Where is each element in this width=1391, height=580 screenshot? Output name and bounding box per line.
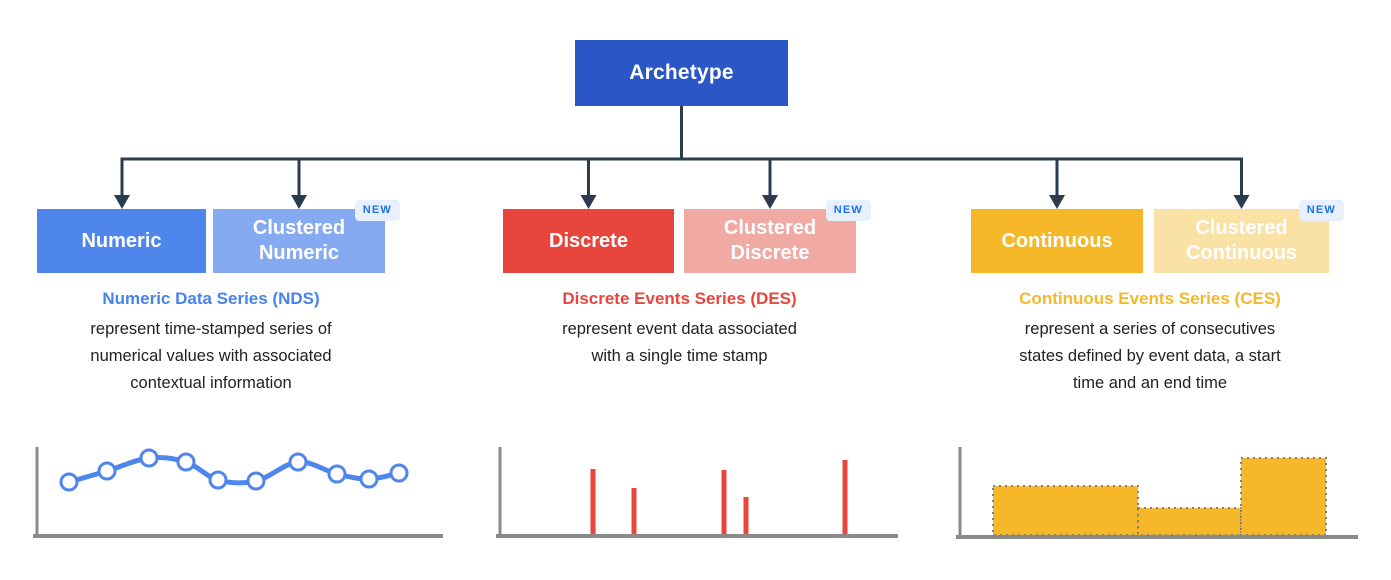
description-continuous: Continuous Events Series (CES) represent…: [971, 288, 1329, 397]
arrowheads: [114, 195, 1250, 209]
description-line: with a single time stamp: [591, 347, 768, 365]
description-title: Discrete Events Series (DES): [562, 289, 797, 308]
node-clustered-discrete-label: Clustered Discrete: [723, 217, 817, 264]
group-discrete: Discrete NEW Clustered Discrete Discrete…: [496, 200, 898, 549]
description-discrete: Discrete Events Series (DES) represent e…: [503, 288, 856, 370]
description-line: numerical values with associated: [90, 347, 332, 365]
description-line: contextual information: [130, 374, 292, 392]
node-clustered-numeric-label: Clustered Numeric: [252, 217, 346, 264]
node-numeric-label: Numeric: [81, 229, 162, 252]
group-continuous: Continuous NEW Clustered Continuous Cont…: [956, 200, 1358, 549]
description-line: time and an end time: [1072, 374, 1228, 392]
description-line: represent time-stamped series of: [90, 320, 332, 338]
description-line: states defined by event data, a start: [1019, 347, 1281, 365]
new-badge: NEW: [354, 200, 400, 221]
node-continuous: Continuous: [971, 209, 1143, 273]
description-title: Numeric Data Series (NDS): [102, 289, 320, 308]
continuous-states-chart: [956, 447, 1358, 539]
node-continuous-label: Continuous: [1001, 229, 1113, 252]
node-discrete-label: Discrete: [549, 229, 628, 252]
new-badge: NEW: [1298, 200, 1344, 221]
description-numeric: Numeric Data Series (NDS) represent time…: [37, 288, 385, 397]
node-clustered-discrete: NEW Clustered Discrete: [684, 200, 871, 273]
node-clustered-continuous: NEW Clustered Continuous: [1154, 200, 1344, 273]
node-discrete: Discrete: [503, 209, 674, 273]
new-badge: NEW: [825, 200, 871, 221]
description-line: represent a series of consecutives: [1024, 320, 1276, 338]
node-clustered-numeric: NEW Clustered Numeric: [213, 200, 400, 273]
group-numeric: Numeric NEW Clustered Numeric Numeric Da…: [33, 200, 443, 549]
node-numeric: Numeric: [37, 209, 206, 273]
discrete-events-chart: [496, 447, 898, 538]
description-line: represent event data associated: [562, 320, 797, 338]
node-clustered-continuous-label: Clustered Continuous: [1185, 217, 1298, 264]
node-archetype: Archetype: [575, 40, 788, 106]
description-title: Continuous Events Series (CES): [1019, 289, 1281, 308]
numeric-line-chart: [33, 447, 443, 538]
